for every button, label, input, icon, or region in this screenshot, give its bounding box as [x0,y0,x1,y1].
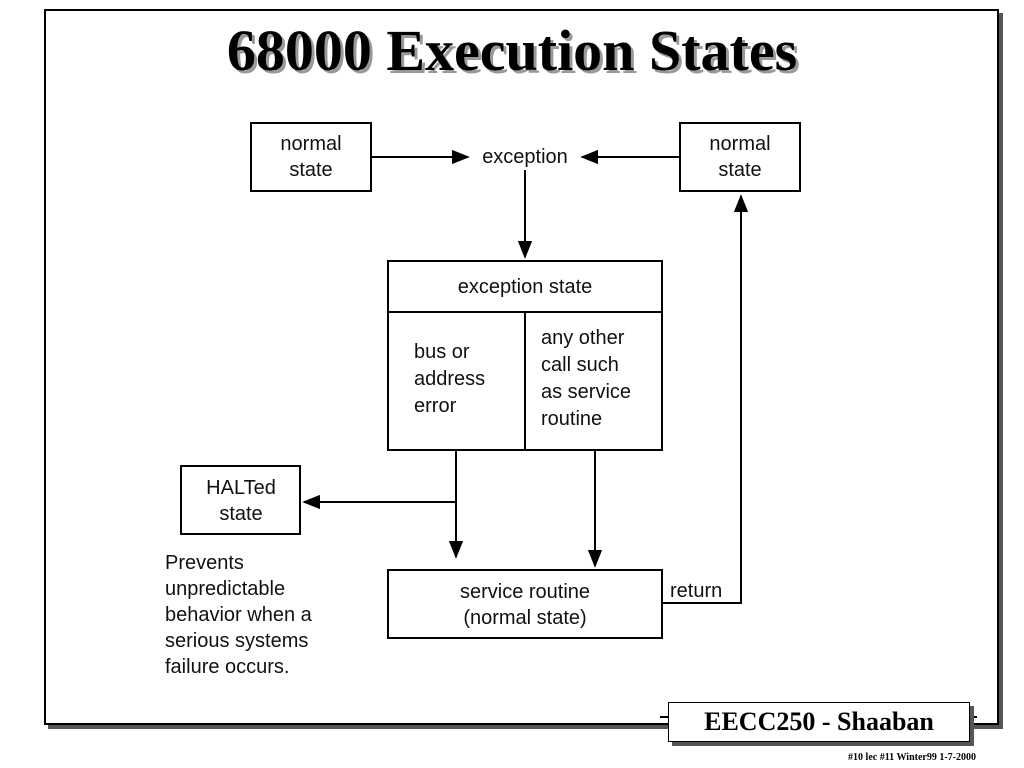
normal-state-left-line1: normal [280,133,341,155]
normal-state-right-line1: normal [709,133,770,155]
exception-state-title: exception state [458,276,593,298]
footer-tick-right [969,716,977,718]
halted-state-node: HALTed state [180,465,301,535]
normal-state-right-node: normal state [679,122,801,192]
other-call-line3: as service [541,381,631,403]
other-call-line2: call such [541,354,619,376]
bus-error-line1: bus or [414,341,470,363]
other-call-line4: routine [541,408,602,430]
arrow-service-routine-return [662,194,749,604]
note-line3: behavior when a [165,604,313,626]
return-label: return [670,580,722,602]
halted-state-line1: HALTed [206,477,276,499]
halted-state-line2: state [219,503,262,525]
exception-label: exception [482,146,568,168]
footnote: #10 lec #11 Winter99 1-7-2000 [848,752,976,763]
normal-state-right-line2: state [718,159,761,181]
note-line5: failure occurs. [165,656,290,678]
bus-error-line2: address [414,368,485,390]
slide-title: 68000 Execution States [226,18,798,83]
normal-state-left-node: normal state [250,122,372,192]
note-line1: Prevents [165,552,244,574]
service-routine-line1: service routine [460,581,590,603]
bus-error-line3: error [414,395,457,417]
exception-state-node: exception state bus or address error any… [387,260,663,451]
note-line4: serious systems [165,630,308,652]
halted-note: Prevents unpredictable behavior when a s… [165,552,313,678]
footer-label: EECC250 - Shaaban [668,702,970,742]
other-call-line1: any other [541,327,625,349]
service-routine-line2: (normal state) [463,607,586,629]
footer-tick-left [660,716,668,718]
note-line2: unpredictable [165,578,285,600]
normal-state-left-line2: state [289,159,332,181]
service-routine-node: service routine (normal state) [387,569,663,639]
